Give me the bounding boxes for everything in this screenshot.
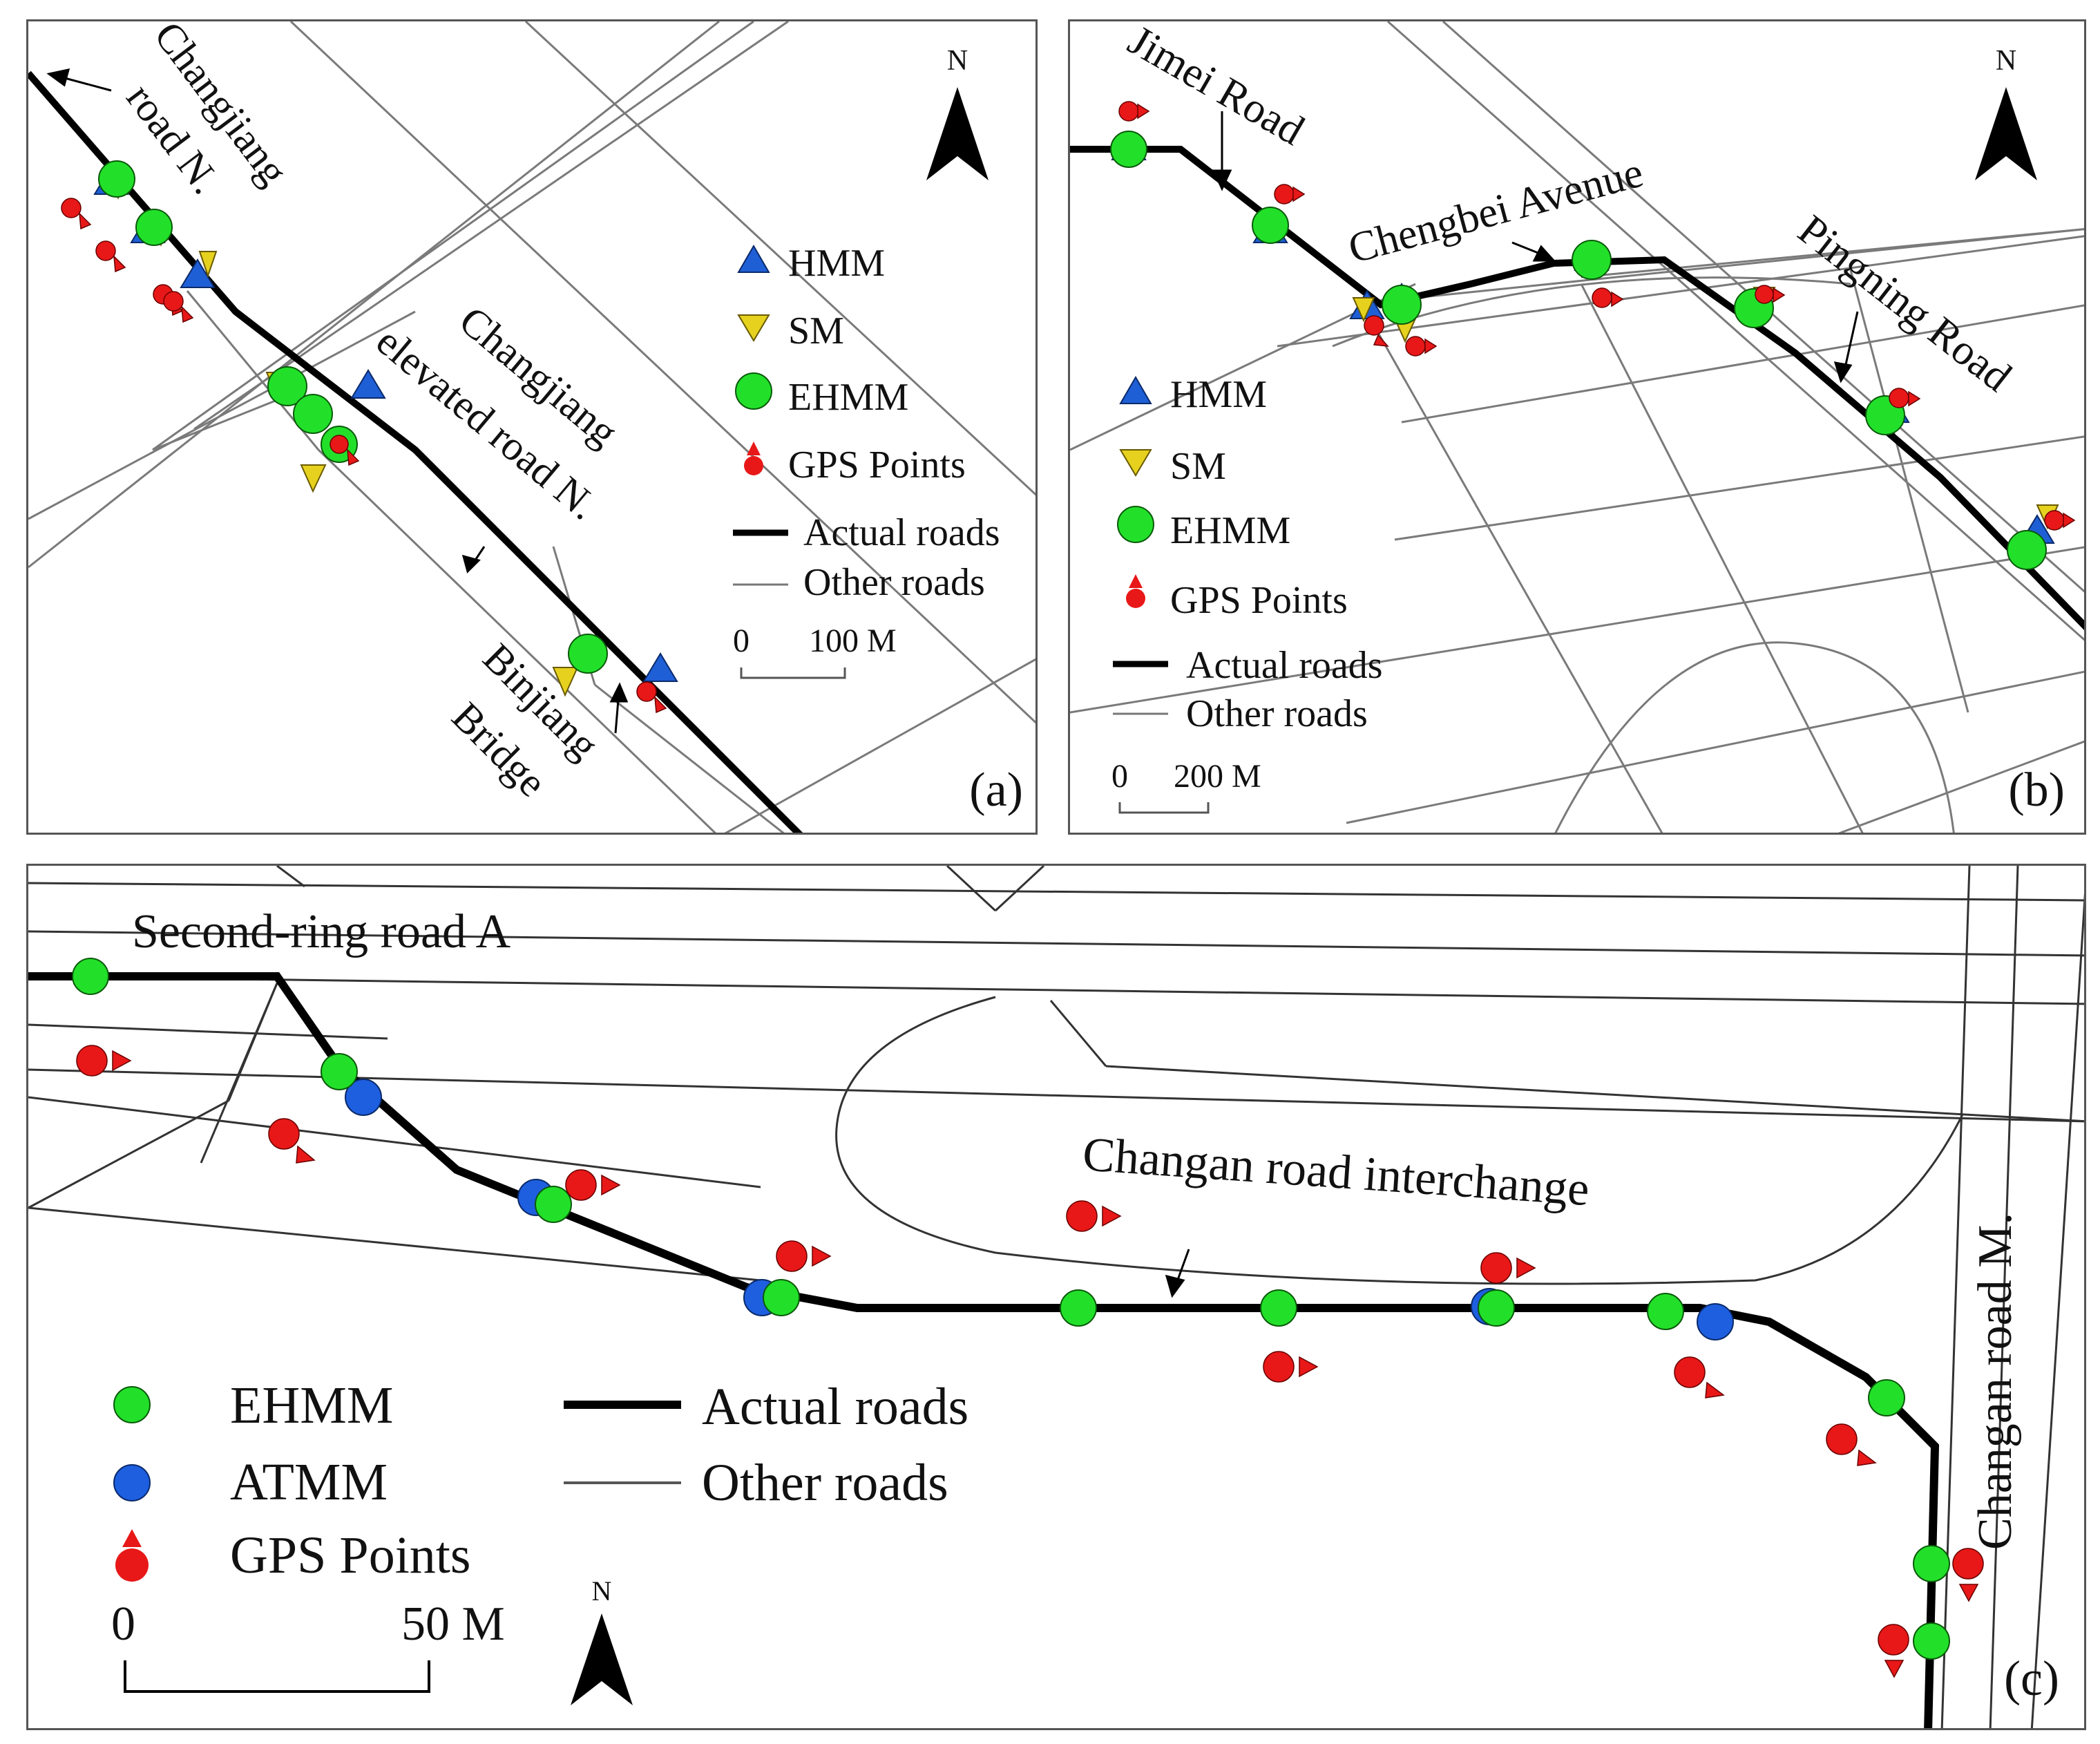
- legend-sm-label: SM: [788, 310, 844, 352]
- legend-other-road-label: Other roads: [1186, 692, 1368, 735]
- legend-gps-icon: [744, 442, 763, 475]
- actual-road: [1070, 146, 2084, 631]
- north-arrow: [926, 87, 989, 180]
- scale-zero: 0: [1111, 758, 1128, 795]
- north-label: N: [1996, 45, 2016, 77]
- direction-arrows: [46, 68, 629, 734]
- legend-ehmm-label: EHMM: [788, 376, 908, 419]
- legend-ehmm-label: EHMM: [230, 1376, 393, 1434]
- map-panel-c: Second-ring road A Changan road intercha…: [26, 864, 2086, 1730]
- map-panel-a: N Changjiang road N. Changjiang elevated…: [26, 19, 1038, 835]
- legend-hmm-icon: [1119, 376, 1152, 404]
- scale-length: 50 M: [401, 1598, 505, 1651]
- map-c-canvas: Second-ring road A Changan road intercha…: [28, 866, 2084, 1728]
- scale-length: 100 M: [809, 623, 897, 659]
- north-label: N: [592, 1575, 612, 1606]
- legend-ehmm-icon: [735, 372, 772, 410]
- legend-atmm-icon: [113, 1464, 151, 1501]
- ehmm-markers: [98, 160, 608, 674]
- label-changan-road-m: Changan road M.: [1969, 1213, 2022, 1550]
- panel-tag-c: (c): [2004, 1651, 2059, 1706]
- scale-bar: [124, 1660, 430, 1693]
- label-pingning-road: Pingning Road: [1789, 206, 2020, 401]
- label-jimei-road: Jimei Road: [1120, 21, 1312, 154]
- north-arrow: [571, 1613, 633, 1705]
- scale-bar: [1118, 802, 1210, 814]
- label-changan-road-interchange: Changan road interchange: [1081, 1128, 1591, 1216]
- scale-zero: 0: [111, 1598, 135, 1651]
- gps-markers: [76, 1045, 1984, 1678]
- ehmm-markers: [72, 958, 1950, 1660]
- gps-markers: [1118, 101, 2076, 531]
- map-b-canvas: N Jimei Road Chengbei Avenue Pingning Ro…: [1070, 21, 2084, 833]
- ehmm-markers: [1110, 131, 2047, 570]
- legend-gps-label: GPS Points: [788, 444, 966, 486]
- legend-other-road-label: Other roads: [803, 561, 985, 604]
- panel-tag-b: (b): [2008, 764, 2065, 817]
- legend-hmm-label: HMM: [1170, 373, 1267, 416]
- legend-gps-icon: [115, 1529, 149, 1582]
- legend-sm-icon: [737, 314, 770, 342]
- north-arrow: [1975, 87, 2037, 180]
- legend-sm-label: SM: [1170, 445, 1226, 488]
- gps-markers: [61, 198, 667, 714]
- actual-road: [28, 972, 1940, 1728]
- legend-hmm-icon: [737, 245, 770, 273]
- legend-b: HMM SM EHMM GPS Points Actual roads Othe…: [1111, 373, 1383, 814]
- other-roads: [1070, 21, 2084, 833]
- legend-actual-road-label: Actual roads: [702, 1378, 968, 1436]
- legend-ehmm-icon: [1117, 506, 1154, 543]
- map-a-canvas: N Changjiang road N. Changjiang elevated…: [28, 21, 1035, 833]
- panel-tag-a: (a): [969, 764, 1023, 817]
- legend-ehmm-icon: [113, 1386, 151, 1423]
- legend-actual-road-label: Actual roads: [1186, 644, 1383, 687]
- north-label: N: [947, 45, 968, 77]
- legend-gps-icon: [1126, 574, 1145, 608]
- scale-bar: [740, 667, 846, 679]
- map-panel-b: N Jimei Road Chengbei Avenue Pingning Ro…: [1068, 19, 2086, 835]
- direction-arrows: [1212, 111, 1859, 383]
- label-second-ring-road-a: Second-ring road A: [132, 905, 511, 958]
- scale-length: 200 M: [1174, 758, 1261, 795]
- legend-actual-road-label: Actual roads: [803, 511, 1000, 554]
- legend-gps-label: GPS Points: [230, 1526, 471, 1584]
- legend-atmm-label: ATMM: [230, 1453, 388, 1511]
- legend-c: EHMM ATMM GPS Points Actual roads Other …: [111, 1376, 968, 1693]
- direction-arrows: [1165, 1249, 1190, 1298]
- scale-zero: 0: [733, 623, 750, 659]
- legend-a: HMM SM EHMM GPS Points Actual roads Othe…: [733, 242, 1000, 679]
- other-roads: [28, 866, 2084, 1728]
- legend-ehmm-label: EHMM: [1170, 509, 1290, 552]
- legend-gps-label: GPS Points: [1170, 579, 1348, 622]
- actual-road: [28, 70, 803, 833]
- legend-sm-icon: [1119, 449, 1152, 477]
- legend-other-road-label: Other roads: [702, 1454, 948, 1512]
- legend-hmm-label: HMM: [788, 242, 885, 285]
- other-roads: [28, 21, 1035, 833]
